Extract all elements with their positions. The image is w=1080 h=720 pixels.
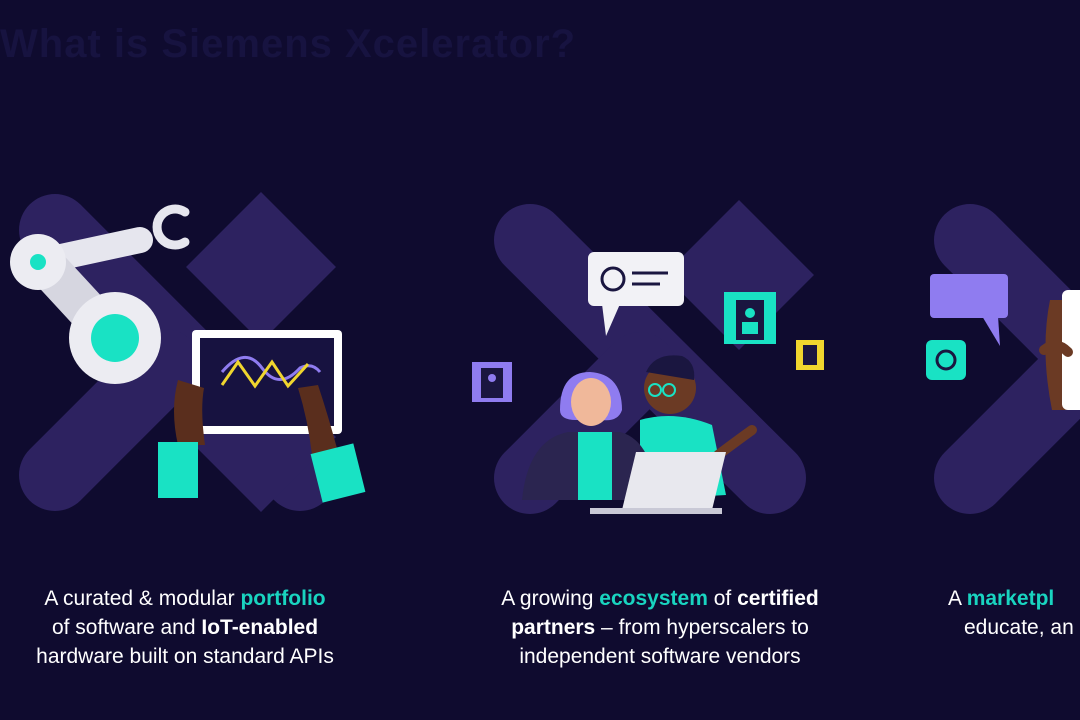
marketplace-phone-illustration	[926, 204, 1080, 514]
caption-text: A growing	[501, 587, 600, 610]
caption-text: of software and	[51, 616, 202, 639]
purple-chat-bubble	[930, 274, 1008, 346]
robot-arm	[10, 204, 190, 384]
caption-marketplace: A marketpl educate, an	[900, 584, 1080, 642]
x-shape	[19, 192, 336, 512]
caption-line-2: partners – from hyperscalers to	[450, 613, 870, 642]
profile-icons	[472, 292, 824, 402]
caption-ecosystem: A growing ecosystem of certified partner…	[450, 584, 870, 671]
people-laptop-ecosystem-illustration	[472, 200, 824, 514]
caption-text: A curated & modular	[44, 587, 241, 610]
caption-line-1: A growing ecosystem of certified	[450, 584, 870, 613]
laptop	[590, 452, 726, 514]
page-heading: What is Siemens Xcelerator?	[0, 22, 577, 66]
chat-bubble	[588, 252, 684, 336]
ecosystem-highlight: ecosystem	[599, 587, 708, 610]
caption-line-2: of software and IoT-enabled	[0, 613, 395, 642]
hands	[158, 380, 366, 503]
app-icon	[926, 340, 966, 380]
panel-marketplace: A marketpl educate, an	[900, 0, 1080, 720]
portfolio-highlight: portfolio	[240, 587, 326, 610]
caption-line-1: A marketpl	[900, 584, 1080, 613]
caption-line-3: hardware built on standard APIs	[36, 645, 334, 668]
partners-highlight: partners	[511, 616, 596, 639]
phone-in-hand	[1039, 290, 1080, 410]
panel-portfolio: A curated & modular portfolio of softwar…	[0, 0, 380, 720]
caption-line-3: independent software vendors	[519, 645, 801, 668]
certified-highlight: certified	[737, 587, 819, 610]
iot-highlight: IoT-enabled	[201, 616, 319, 639]
caption-text: of	[707, 587, 738, 610]
caption-text: – from hyperscalers to	[595, 616, 809, 639]
caption-line-1: A curated & modular portfolio	[0, 584, 395, 613]
marketplace-highlight: marketpl	[966, 587, 1055, 610]
person-left	[522, 372, 658, 500]
caption-text: A	[948, 587, 967, 610]
caption-line-2: educate, an	[964, 616, 1074, 639]
panel-ecosystem: A growing ecosystem of certified partner…	[450, 0, 870, 720]
robot-arm-tablet-illustration	[10, 192, 366, 512]
caption-portfolio: A curated & modular portfolio of softwar…	[0, 584, 395, 671]
